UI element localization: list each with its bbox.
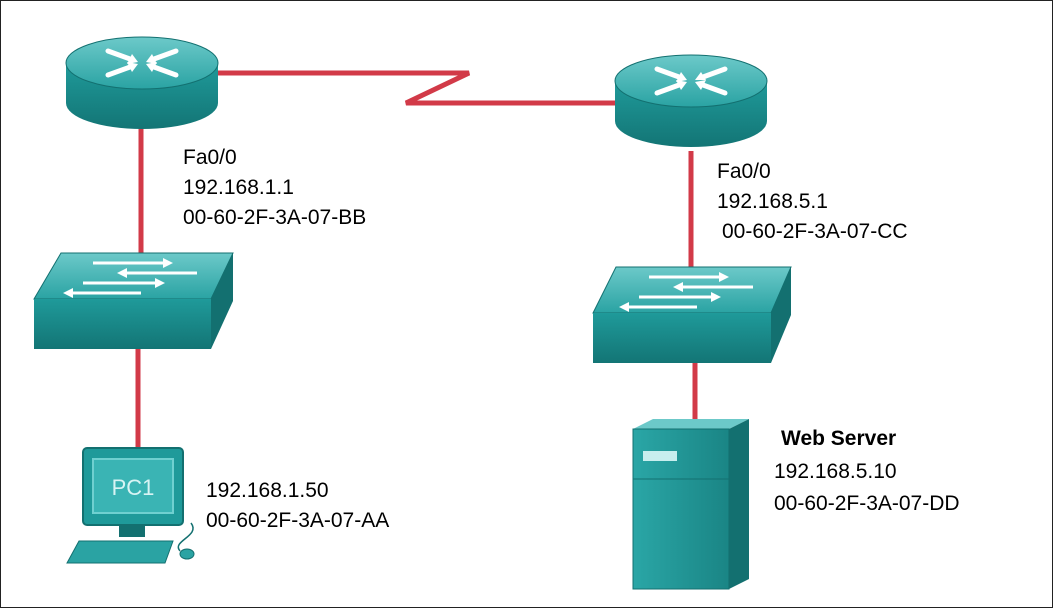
switch-arrows-icon xyxy=(619,272,753,312)
pc1-screen xyxy=(92,458,174,514)
router2-ip-label: 192.168.5.1 xyxy=(717,190,828,213)
server-mac-label: 00-60-2F-3A-07-DD xyxy=(774,492,960,515)
router1-mac-label: 00-60-2F-3A-07-BB xyxy=(183,206,367,229)
router-2 xyxy=(614,54,768,147)
switch-1 xyxy=(33,252,234,349)
pc1-mouse xyxy=(179,548,195,560)
pc1-ip-label: 192.168.1.50 xyxy=(206,479,329,502)
router-arrows-icon xyxy=(105,48,179,78)
router2-interface-label: Fa0/0 xyxy=(717,160,771,183)
router2-mac-label: 00-60-2F-3A-07-CC xyxy=(722,220,908,243)
router1-interface-label: Fa0/0 xyxy=(183,146,237,169)
router-arrows-icon xyxy=(654,66,728,96)
pc1-computer: PC1 xyxy=(66,447,195,564)
server-ip-label: 192.168.5.10 xyxy=(774,460,897,483)
pc1-keyboard xyxy=(66,540,174,564)
pc1-stand xyxy=(119,525,145,537)
serial-link-router1-router2 xyxy=(206,70,616,106)
switch-arrows-icon xyxy=(63,258,197,298)
pc1-mac-label: 00-60-2F-3A-07-AA xyxy=(206,509,390,532)
router1-ip-label: 192.168.1.1 xyxy=(183,176,294,199)
web-server xyxy=(632,419,749,590)
pc1-screen-label: PC1 xyxy=(112,475,155,500)
switch-2 xyxy=(592,266,792,363)
server-drive-slot xyxy=(643,451,677,461)
server-name-label: Web Server xyxy=(781,427,897,450)
router-1 xyxy=(65,36,219,129)
links xyxy=(135,70,698,456)
